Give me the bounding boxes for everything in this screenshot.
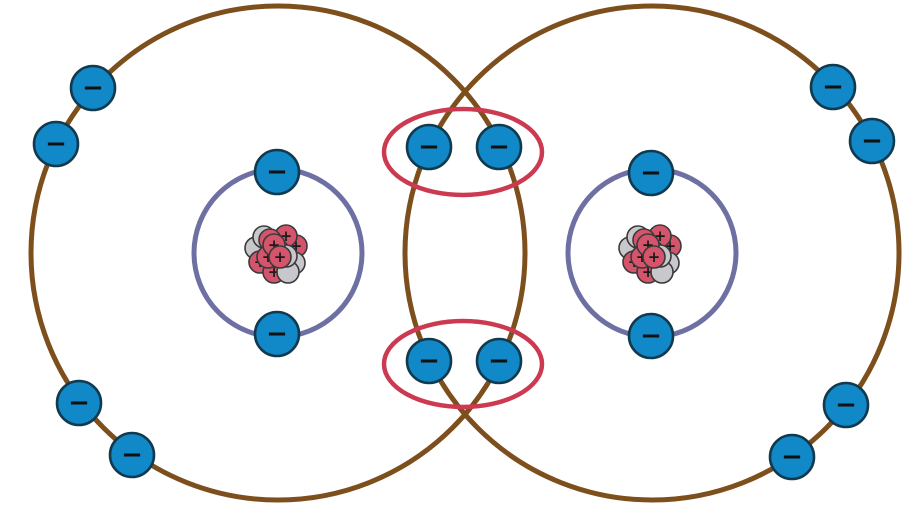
left-atom-outer-electron-2: − bbox=[32, 120, 80, 168]
electron-symbol: − bbox=[835, 390, 857, 420]
right-atom-inner-electron-1: − bbox=[627, 149, 675, 197]
electron-symbol: − bbox=[781, 442, 803, 472]
right-atom-outer-electron-4: − bbox=[768, 433, 816, 481]
left-atom-outer-electron-1: − bbox=[69, 64, 117, 112]
shared-electron-top-right: − bbox=[475, 123, 523, 171]
electron-symbol: − bbox=[266, 157, 288, 187]
proton: + bbox=[642, 245, 666, 269]
proton-symbol: + bbox=[274, 248, 287, 266]
electron-symbol: − bbox=[418, 132, 440, 162]
left-atom-inner-electron-2: − bbox=[253, 310, 301, 358]
shared-electron-top-left: − bbox=[405, 123, 453, 171]
electron-symbol: − bbox=[488, 346, 510, 376]
right-atom-outer-shell bbox=[402, 3, 902, 503]
left-atom-outer-electron-4: − bbox=[108, 431, 156, 479]
electron-symbol: − bbox=[418, 346, 440, 376]
left-atom-inner-electron-1: − bbox=[253, 148, 301, 196]
right-atom-outer-electron-3: − bbox=[822, 381, 870, 429]
left-atom-nucleus: ++++++++ bbox=[244, 224, 308, 284]
electron-symbol: − bbox=[861, 126, 883, 156]
electron-symbol: − bbox=[121, 440, 143, 470]
shared-pair-highlight-1 bbox=[381, 106, 545, 198]
electron-symbol: − bbox=[266, 319, 288, 349]
right-atom-outer-electron-2: − bbox=[848, 117, 896, 165]
electron-symbol: − bbox=[640, 158, 662, 188]
electron-symbol: − bbox=[488, 132, 510, 162]
left-atom-outer-shell bbox=[28, 3, 528, 503]
shared-electron-bottom-left: − bbox=[405, 337, 453, 385]
electron-symbol: − bbox=[45, 129, 67, 159]
proton-symbol: + bbox=[648, 248, 661, 266]
left-atom-outer-electron-3: − bbox=[55, 379, 103, 427]
shared-pair-highlight-2 bbox=[381, 318, 545, 410]
electron-symbol: − bbox=[82, 73, 104, 103]
electron-symbol: − bbox=[822, 72, 844, 102]
right-atom-inner-electron-2: − bbox=[627, 312, 675, 360]
right-atom-nucleus: ++++++++ bbox=[618, 224, 682, 284]
electron-symbol: − bbox=[640, 321, 662, 351]
proton: + bbox=[268, 245, 292, 269]
electron-symbol: − bbox=[68, 388, 90, 418]
shared-electron-bottom-right: − bbox=[475, 337, 523, 385]
right-atom-outer-electron-1: − bbox=[809, 63, 857, 111]
